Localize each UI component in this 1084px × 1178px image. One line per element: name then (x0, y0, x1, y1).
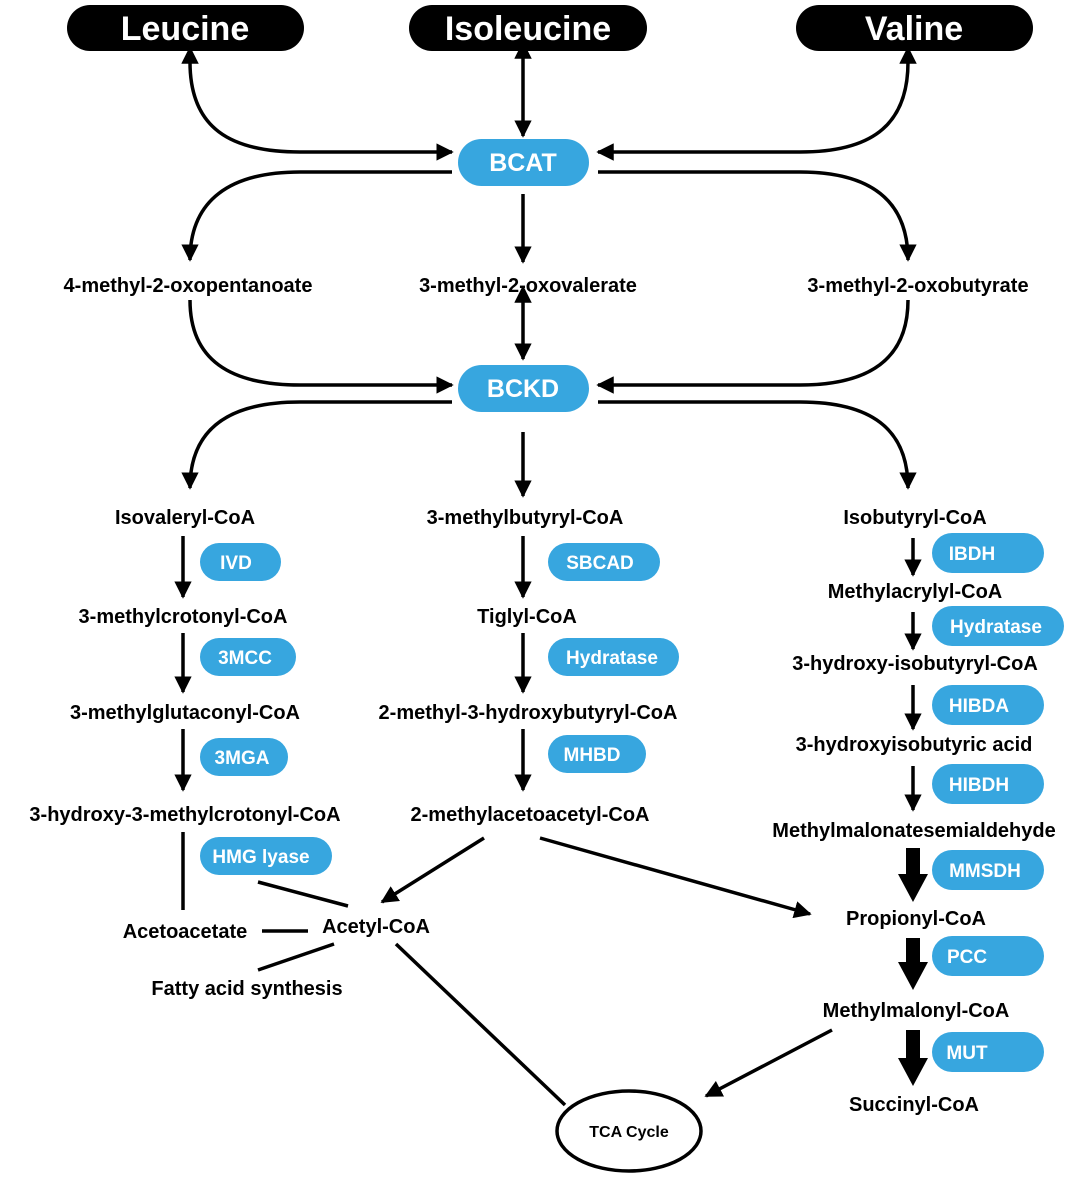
oxobutyrate-bckd-arrow (596, 299, 910, 394)
hydratase-mid-label: Hydratase (566, 648, 658, 669)
oxopentanoate-label: 4-methyl-2-oxopentanoate (64, 275, 313, 297)
mhbd-label: MHBD (564, 745, 621, 766)
bcat-enzyme: BCAT (458, 139, 589, 186)
methylmalonyl-label: Methylmalonyl-CoA (823, 1000, 1010, 1022)
semialdehyde-label: Methylmalonatesemialdehyde (772, 820, 1055, 842)
mhbd-enzyme: MHBD (548, 735, 646, 773)
methylglutaconyl-label: 3-methylglutaconyl-CoA (70, 702, 300, 724)
isobutyryl-label: Isobutyryl-CoA (843, 507, 986, 529)
mmsdh-label: MMSDH (949, 861, 1021, 882)
semialdehyde-thick-arrow (898, 848, 928, 902)
acetyl-tca-line (394, 942, 567, 1107)
hydratase-mid-enzyme: Hydratase (548, 638, 679, 676)
hmg-lyase-label: HMG lyase (212, 847, 309, 868)
hmg-acetyl-line (257, 880, 349, 908)
hydroxyisobutyric-label: 3-hydroxyisobutyric acid (796, 734, 1033, 756)
bcat-oxopentanoate-arrow (181, 170, 452, 262)
hibdh-enzyme: HIBDH (932, 764, 1044, 804)
propionyl-thick-arrow (898, 938, 928, 990)
mcc-enzyme: 3MCC (200, 638, 296, 676)
oxobutyrate-label: 3-methyl-2-oxobutyrate (807, 275, 1028, 297)
ivd-enzyme: IVD (200, 543, 281, 581)
valine-label: Valine (865, 10, 963, 48)
isoleucine-label: Isoleucine (445, 10, 611, 48)
methylbutyryl-label: 3-methylbutyryl-CoA (427, 507, 624, 529)
bckd-label: BCKD (487, 375, 559, 403)
valine-bcat-arrow (596, 46, 917, 161)
methylacetoacetyl-label: 2-methylacetoacetyl-CoA (411, 804, 650, 826)
hibdh-label: HIBDH (949, 775, 1009, 796)
hydroxy-methylcrotonyl-label: 3-hydroxy-3-methylcrotonyl-CoA (29, 804, 340, 826)
hmg-lyase-enzyme: HMG lyase (200, 837, 332, 875)
ibdh-label: IBDH (949, 544, 995, 565)
ibdh-enzyme: IBDH (932, 533, 1044, 573)
methylacetoacetyl-acetyl-arrow (380, 836, 485, 904)
hibda-enzyme: HIBDA (932, 685, 1044, 725)
tiglyl-label: Tiglyl-CoA (477, 606, 577, 628)
isovaleryl-label: Isovaleryl-CoA (115, 507, 255, 529)
hydratase-right-enzyme: Hydratase (932, 606, 1064, 646)
valine-node: Valine (796, 5, 1033, 51)
pcc-label: PCC (947, 947, 987, 968)
succinyl-label: Succinyl-CoA (849, 1094, 979, 1116)
mut-label: MUT (946, 1043, 988, 1064)
bckd-isovaleryl-arrow (181, 400, 452, 490)
leucine-label: Leucine (121, 10, 249, 48)
mmsdh-enzyme: MMSDH (932, 850, 1044, 890)
sbcad-enzyme: SBCAD (548, 543, 660, 581)
hydroxy-isobutyryl-label: 3-hydroxy-isobutyryl-CoA (792, 653, 1038, 675)
methylacetoacetyl-propionyl-arrow (539, 836, 812, 919)
sbcad-label: SBCAD (566, 553, 634, 574)
ivd-label: IVD (220, 553, 252, 574)
oxovalerate-label: 3-methyl-2-oxovalerate (419, 275, 637, 297)
bcat-oxobutyrate-arrow (598, 170, 917, 262)
propionyl-label: Propionyl-CoA (846, 908, 986, 930)
tca-cycle-node: TCA Cycle (555, 1089, 703, 1173)
bcat-label: BCAT (489, 149, 557, 177)
leucine-bcat-arrow (181, 46, 454, 161)
mga-enzyme: 3MGA (200, 738, 288, 776)
mut-enzyme: MUT (932, 1032, 1044, 1072)
pcc-enzyme: PCC (932, 936, 1044, 976)
acetyl-coa-label: Acetyl-CoA (322, 916, 430, 938)
fatty-acid-line (257, 942, 335, 972)
hydratase-right-label: Hydratase (950, 617, 1042, 638)
methylmalonyl-tca-arrow (704, 1028, 833, 1098)
mcc-label: 3MCC (218, 648, 272, 669)
hydroxybutyryl-label: 2-methyl-3-hydroxybutyryl-CoA (379, 702, 678, 724)
hibda-label: HIBDA (949, 696, 1009, 717)
bckd-enzyme: BCKD (458, 365, 589, 412)
acetoacetate-label: Acetoacetate (123, 921, 248, 943)
methylcrotonyl-label: 3-methylcrotonyl-CoA (79, 606, 288, 628)
leucine-node: Leucine (67, 5, 304, 51)
mga-label: 3MGA (215, 748, 270, 769)
methylacrylyl-label: Methylacrylyl-CoA (828, 581, 1003, 603)
bckd-isobutyryl-arrow (598, 400, 917, 490)
isoleucine-node: Isoleucine (409, 5, 647, 51)
fatty-acid-label: Fatty acid synthesis (151, 978, 342, 1000)
methylmalonyl-thick-arrow (898, 1030, 928, 1086)
oxopentanoate-bckd-arrow (188, 299, 454, 394)
tca-cycle-label: TCA Cycle (589, 1124, 669, 1141)
